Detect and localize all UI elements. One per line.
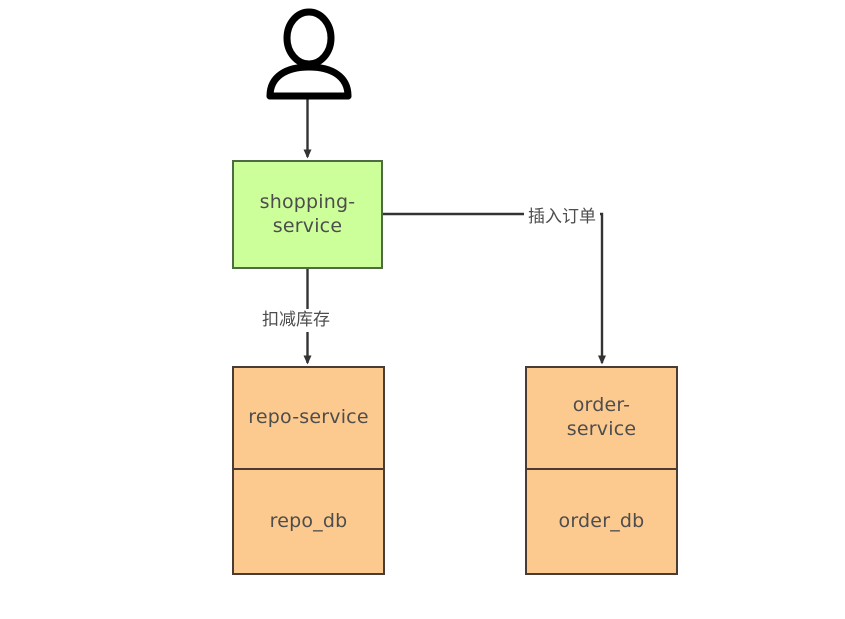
edge-label-insert-order: 插入订单 (524, 206, 600, 229)
node-repo-service-database: repo_db (269, 509, 348, 532)
actor-user (262, 8, 356, 100)
node-repo-service-title: repo-service (234, 368, 383, 470)
node-order-service[interactable]: order- service order_db (525, 366, 678, 575)
user-icon (266, 8, 352, 100)
node-order-service-database: order_db (558, 509, 645, 532)
node-repo-service[interactable]: repo-service repo_db (232, 366, 385, 575)
node-shopping-service[interactable]: shopping- service (232, 160, 383, 269)
node-order-service-title: order- service (527, 368, 676, 470)
edge-shopping-to-order (383, 212, 606, 365)
edge-label-deduct-stock: 扣减库存 (258, 309, 334, 332)
node-shopping-service-title: shopping- service (259, 190, 356, 237)
